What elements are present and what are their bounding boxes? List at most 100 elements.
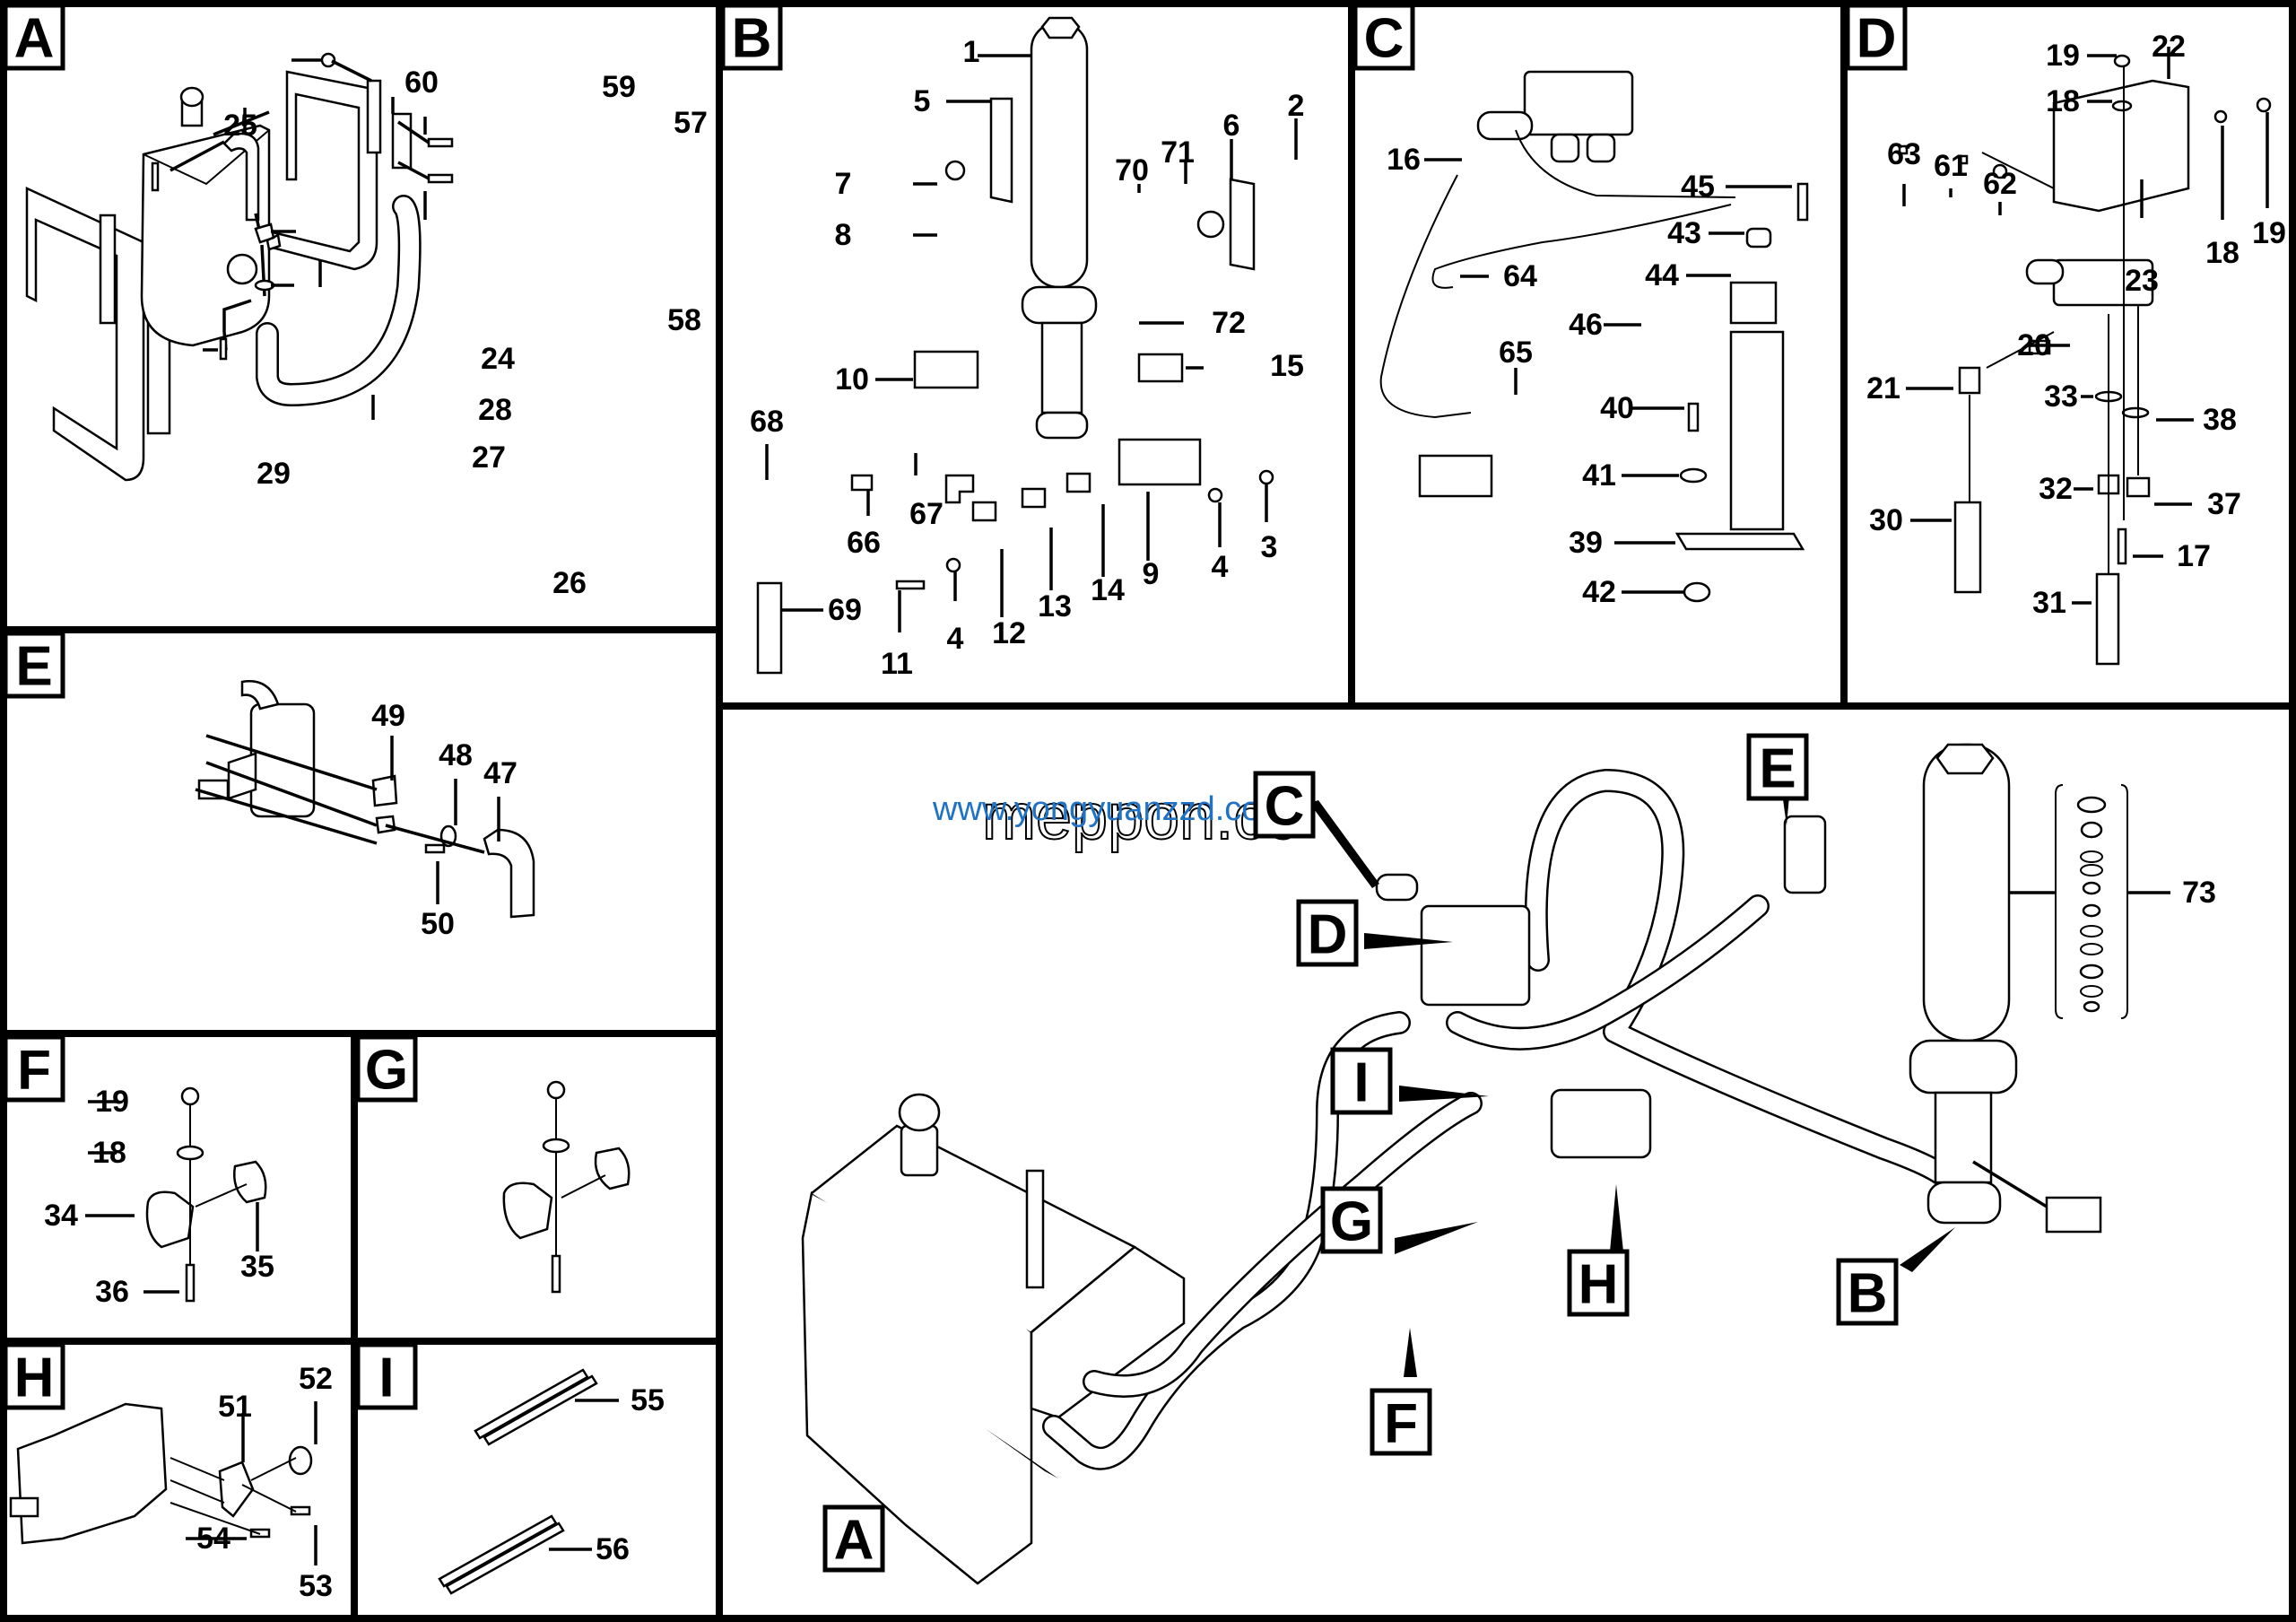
hose-31 (2095, 572, 2120, 666)
callout-d-62: 62 (1983, 167, 2017, 201)
panel-tag-g-box (355, 1034, 418, 1103)
bracket-6 (1229, 178, 1256, 271)
bolt-50 (424, 843, 446, 854)
clamp-35 (233, 1160, 267, 1204)
leaders-h (186, 1401, 317, 1565)
pin-5 (944, 160, 966, 181)
main-cylinder-nut (1935, 743, 1995, 775)
panel-tag-e-box (3, 631, 65, 699)
stand-base-39 (1674, 532, 1805, 551)
seal-kit-rings (2076, 796, 2107, 1013)
main-cylinder-collar (1909, 1039, 2018, 1094)
main-pointer-tag-b-label: B (1848, 1263, 1888, 1325)
callout-b-7: 7 (835, 167, 852, 201)
callout-b-6: 6 (1223, 109, 1240, 143)
main-pointer-tag-f-box (1370, 1388, 1432, 1456)
clamp-34 (145, 1190, 195, 1249)
main-pointer-tag-d: D (1296, 899, 1359, 967)
panel-tag-b: B (720, 3, 783, 71)
pointer-i (1399, 1086, 1489, 1102)
hose-69 (756, 581, 783, 675)
main-pointer-tag-a-box (822, 1504, 885, 1573)
hose-26 (256, 195, 422, 406)
callout-b-12: 12 (992, 616, 1026, 650)
panel-tag-h: H (3, 1342, 65, 1410)
callout-b-66: 66 (847, 526, 881, 560)
panel-i (438, 1368, 619, 1595)
main-pointer-tag-c: C (1253, 771, 1316, 839)
panel-h (9, 1401, 317, 1565)
washer-g (542, 1138, 570, 1154)
callout-h-51: 51 (218, 1390, 252, 1424)
callout-d-37: 37 (2207, 487, 2241, 521)
callout-b-11: 11 (881, 647, 913, 681)
cylinder-barrel (1030, 21, 1089, 289)
watermark-outline: meppon.cc (982, 781, 1298, 853)
callout-a-24: 24 (481, 342, 515, 376)
bolt-36 (185, 1263, 196, 1303)
callout-a-57: 57 (674, 106, 708, 140)
sensor-15 (1137, 353, 1184, 383)
hose-30 (1953, 501, 1982, 594)
callout-a-59: 59 (602, 70, 636, 104)
pointer-f (1404, 1328, 1417, 1377)
leaders-a (203, 58, 427, 420)
callout-f-19: 19 (95, 1085, 129, 1119)
panel-tag-b-box (720, 3, 783, 71)
clamp-28 (254, 222, 282, 251)
pointer-d (1364, 933, 1453, 949)
bolt-53 (290, 1505, 311, 1516)
main-sensor-line (1972, 1160, 2048, 1208)
main-assembly (801, 743, 2170, 1585)
callout-d-38: 38 (2203, 403, 2237, 437)
washer-18-f (176, 1145, 204, 1161)
nut-3 (1258, 469, 1274, 485)
clamp-49 (371, 774, 398, 807)
knob-43 (1745, 227, 1772, 249)
main-pointer-tag-c-label: C (1265, 776, 1305, 838)
pointer-a (985, 1428, 1058, 1478)
callout-d-31: 31 (2032, 586, 2066, 620)
oring-38 (2121, 406, 2150, 419)
callout-a-26: 26 (552, 566, 587, 600)
callout-b-69: 69 (828, 593, 862, 627)
nut-g (546, 1080, 566, 1100)
panel-tag-g: G (355, 1034, 418, 1103)
nut-19b (2256, 97, 2272, 113)
valve-block (1523, 70, 1634, 136)
panel-tag-c-box (1352, 3, 1415, 71)
main-return-pipe (1025, 1169, 1045, 1289)
main-filler-cap (898, 1093, 941, 1132)
leaders-e (390, 736, 500, 904)
panel-tag-i-label: I (378, 1347, 394, 1409)
callout-b-13: 13 (1038, 589, 1072, 624)
stand-column (1729, 330, 1785, 531)
cable-strip-55 (474, 1368, 598, 1446)
panel-tag-f-label: F (17, 1040, 51, 1102)
panel-tag-a-box (3, 3, 65, 71)
callout-h-52: 52 (299, 1362, 333, 1396)
callout-b-15: 15 (1270, 349, 1304, 383)
main-sensor (2045, 1196, 2102, 1234)
nut-19a (2113, 54, 2131, 68)
callout-d-19: 19 (2046, 39, 2080, 73)
callout-c-16: 16 (1387, 143, 1421, 177)
callout-b-8: 8 (835, 218, 852, 252)
main-pointer-tag-i-box (1330, 1047, 1393, 1115)
callout-c-42: 42 (1582, 575, 1616, 609)
valve-65 (1418, 454, 1493, 498)
callout-d-18: 18 (2205, 236, 2239, 270)
panel-tag-i-box (355, 1342, 418, 1410)
panel-tag-c: C (1352, 3, 1415, 71)
bolt-g (551, 1254, 561, 1294)
callout-b-14: 14 (1091, 573, 1125, 607)
panel-tag-h-box (3, 1342, 65, 1410)
assembly-lines-f (189, 1104, 248, 1265)
callout-c-41: 41 (1582, 458, 1616, 493)
bolt-11 (895, 580, 926, 590)
bolt-29 (219, 337, 228, 361)
callout-d-17: 17 (2177, 539, 2211, 573)
callout-a-25: 25 (223, 109, 257, 143)
mount-9 (1118, 438, 1202, 486)
